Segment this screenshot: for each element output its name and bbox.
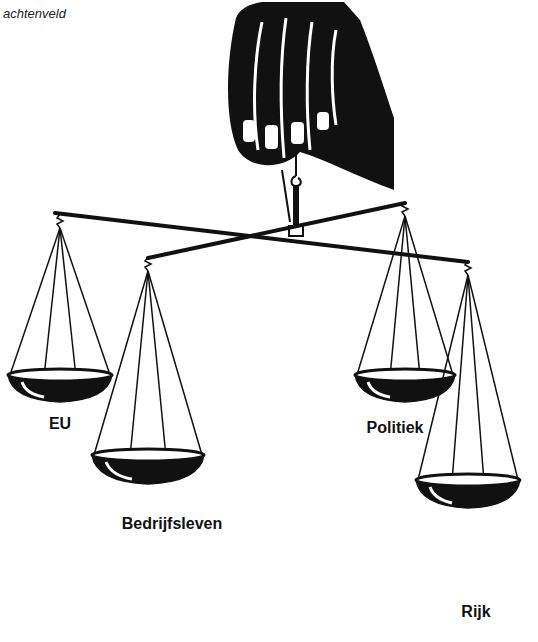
corner-note: achtenveld bbox=[3, 6, 66, 22]
pan bbox=[8, 214, 112, 402]
pan bbox=[416, 261, 520, 508]
pan-label: EU bbox=[49, 414, 71, 433]
hook bbox=[282, 150, 303, 236]
pan bbox=[92, 257, 204, 484]
pan-label: Bedrijfsleven bbox=[122, 514, 222, 533]
pan-label: Rijk bbox=[461, 602, 490, 621]
hand bbox=[228, 2, 394, 190]
pan bbox=[355, 202, 455, 402]
pan-label: Politiek bbox=[367, 418, 424, 437]
